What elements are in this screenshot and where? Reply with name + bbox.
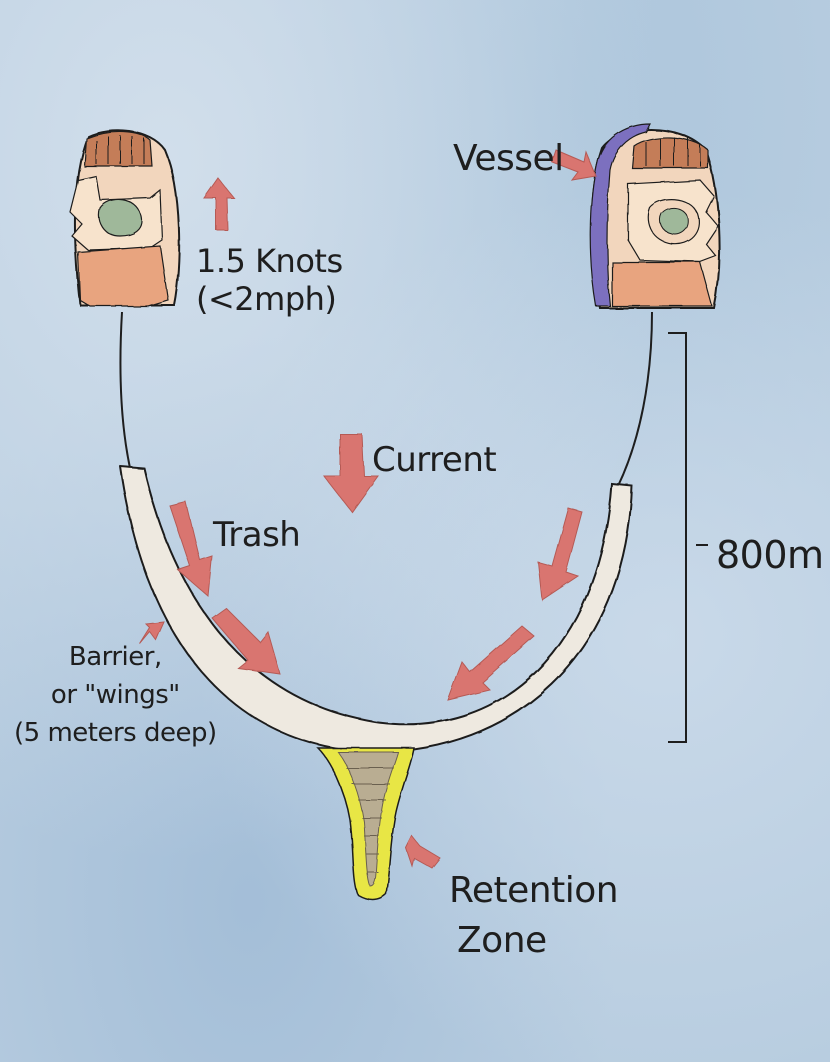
current-label: Current bbox=[372, 440, 497, 480]
vessel-label: Vessel bbox=[453, 138, 564, 179]
arrow-current bbox=[322, 433, 379, 513]
speed-label-line1: 1.5 Knots bbox=[196, 242, 343, 280]
arrow-icon bbox=[139, 149, 597, 869]
tow-line-left bbox=[119, 311, 131, 469]
vessel-left-icon bbox=[69, 129, 181, 307]
tow-line-right bbox=[617, 311, 653, 487]
arrow-trash-2 bbox=[211, 607, 281, 675]
trash-label: Trash bbox=[213, 515, 301, 555]
retention-label: Retention Zone bbox=[449, 866, 619, 966]
vessel-right-icon bbox=[589, 123, 721, 309]
retention-zone-icon bbox=[316, 747, 415, 901]
barrier-wings bbox=[118, 464, 634, 754]
arrow-retention bbox=[405, 835, 441, 869]
arrow-speed bbox=[203, 177, 236, 231]
speed-label-line2: (<2mph) bbox=[196, 280, 337, 318]
retention-label-line2: Zone bbox=[457, 920, 547, 961]
speed-label: 1.5 Knots (<2mph) bbox=[196, 242, 343, 318]
arrow-barrier bbox=[139, 621, 165, 645]
barrier-label: Barrier, or "wings" (5 meters deep) bbox=[14, 638, 217, 752]
arrow-trash-3 bbox=[537, 507, 583, 601]
length-bracket bbox=[668, 332, 708, 743]
length-label: 800m bbox=[716, 533, 824, 577]
barrier-label-line3: (5 meters deep) bbox=[14, 718, 217, 748]
arrow-vessel bbox=[551, 149, 597, 181]
arrow-trash-4 bbox=[447, 625, 535, 701]
arrow-trash-1 bbox=[169, 501, 213, 598]
barrier-label-line2: or "wings" bbox=[50, 680, 180, 710]
barrier-label-line1: Barrier, bbox=[68, 642, 162, 672]
retention-label-line1: Retention bbox=[449, 870, 619, 911]
